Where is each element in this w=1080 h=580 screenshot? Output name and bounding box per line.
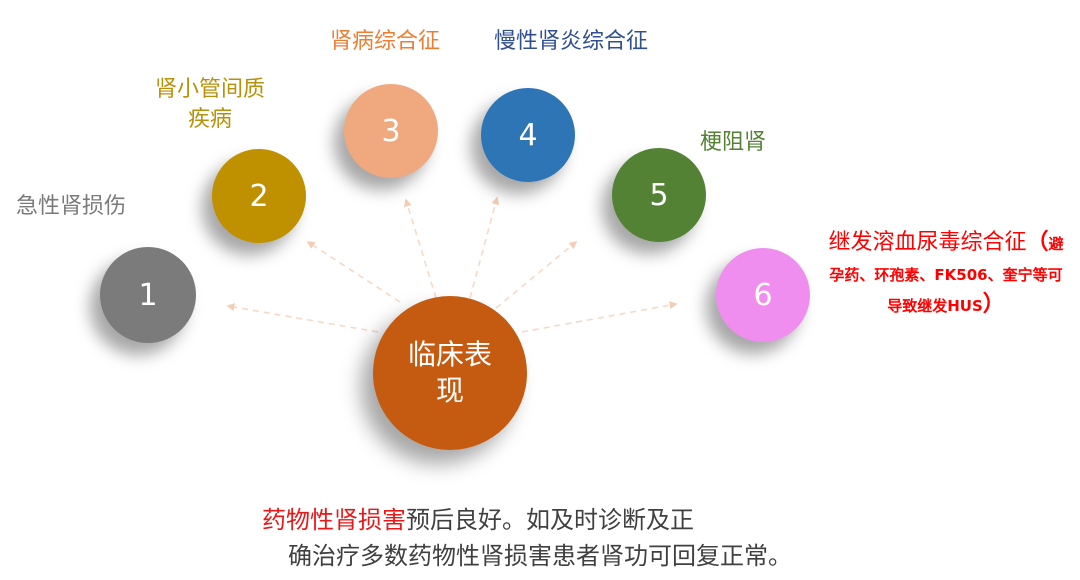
footer-line1: 药物性肾损害预后良好。如及时诊断及正 [178,502,1080,538]
arrow-to-4 [469,196,500,299]
circle-5: 5 [612,148,706,242]
circle-3: 3 [344,84,438,178]
center-circle: 临床表 现 [373,296,527,450]
circle-6: 6 [716,248,810,342]
label-6-paren-open: （ [1026,230,1049,255]
circle-number: 1 [138,277,158,313]
label-chronic-nephritic-syndrome: 慢性肾炎综合征 [494,29,649,54]
circle-4: 4 [481,88,575,182]
arrow-to-2 [306,241,401,303]
circle-1: 1 [100,247,196,343]
label-6-small-3: 导致继发HUS [887,297,983,315]
arrow-to-3 [404,198,437,299]
footer-note: 药物性肾损害预后良好。如及时诊断及正 确治疗多数药物性肾损害患者肾功可回复正常。 [0,502,1080,574]
footer-line1-rest: 预后良好。如及时诊断及正 [406,506,694,534]
circle-number: 4 [518,117,538,153]
label-2-line2: 疾病 [187,107,232,132]
footer-line2: 确治疗多数药物性肾损害患者肾功可回复正常。 [288,542,792,570]
label-secondary-hus: 继发溶血尿毒综合征（避 孕药、环孢素、FK506、奎宁等可 导致继发HUS） [815,228,1077,321]
label-6-small-2: 孕药、环孢素、FK506、奎宁等可 [829,266,1063,284]
label-obstructive-kidney: 梗阻肾 [700,130,767,155]
center-label-line2: 现 [435,374,464,407]
arrow-to-5 [495,240,578,309]
center-label-line1: 临床表 [407,338,492,371]
footer-highlight: 药物性肾损害 [262,506,406,534]
circle-number: 5 [649,177,669,213]
arrow-to-6 [521,301,678,333]
label-6-main: 继发溶血尿毒综合征 [828,230,1027,255]
label-6-small-1: 避 [1048,235,1064,253]
label-acute-kidney-injury: 急性肾损伤 [16,194,127,219]
circle-number: 6 [753,277,773,313]
label-2-line1: 肾小管间质 [154,77,265,102]
label-nephrotic-syndrome: 肾病综合征 [330,29,441,54]
arrow-to-1 [226,303,379,333]
label-6-paren-close: ） [982,292,1005,317]
circle-number: 2 [249,178,269,214]
circle-number: 3 [381,113,401,149]
label-tubulointerstitial-disease: 肾小管间质 疾病 [148,75,272,135]
circle-2: 2 [212,149,306,243]
